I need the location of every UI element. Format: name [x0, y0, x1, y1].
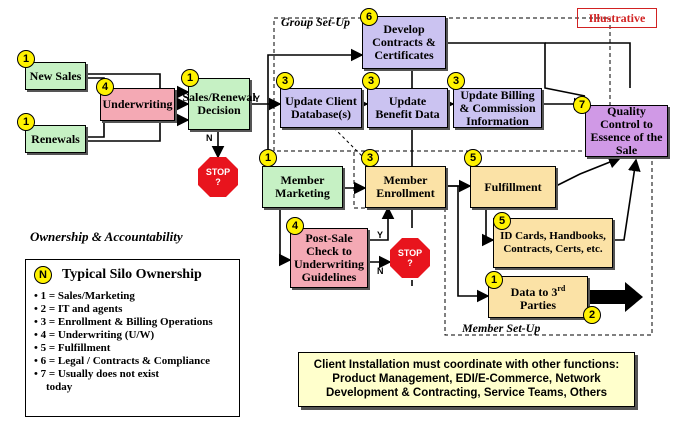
id-cards-box: ID Cards, Handbooks, Contracts, Certs, e…: [493, 218, 613, 268]
member-marketing-box: Member Marketing: [262, 166, 343, 208]
badge-data-parties: 1: [485, 271, 503, 289]
develop-contracts-box: Develop Contracts & Certificates: [362, 16, 446, 69]
underwriting-box: Underwriting: [100, 88, 175, 121]
legend-item: • 6 = Legal / Contracts & Compliance: [34, 355, 211, 367]
ownership-label: Ownership & Accountability: [30, 229, 183, 244]
badge-underwriting: 4: [96, 78, 114, 96]
stop-sign-2-text: STOP: [397, 248, 423, 258]
badge-fulfillment: 5: [464, 149, 482, 167]
client-note-line-3: Development & Contracting, Service Teams…: [326, 387, 607, 399]
fulfillment-box: Fulfillment: [470, 166, 556, 208]
legend-title: Typical Silo Ownership: [62, 267, 202, 282]
data-to-parties-sup: rd: [557, 284, 566, 293]
badge-client-db: 3: [276, 72, 294, 90]
illustrative-label: Illustrative: [577, 8, 657, 28]
badge-new-sales: 1: [17, 50, 35, 68]
member-setup-region: [353, 152, 653, 336]
badge-id-cards: 5: [493, 212, 511, 230]
legend-n-badge: N: [34, 266, 52, 284]
client-note-line-2: Product Management, EDI/E-Commerce, Netw…: [332, 373, 601, 385]
stop-sign-1-q: ?: [215, 177, 221, 187]
badge-renewals: 1: [17, 113, 35, 131]
legend-item: • 5 = Fulfillment: [34, 342, 111, 354]
renewals-box: Renewals: [25, 125, 86, 153]
member-enrollment-box: Member Enrollment: [365, 166, 446, 208]
post-sale-check-box: Post-Sale Check to Underwriting Guidelin…: [290, 228, 368, 288]
member-setup-label: Member Set-Up: [462, 321, 541, 335]
badge-develop-contracts: 6: [360, 8, 378, 26]
badge-quality-control: 7: [573, 96, 591, 114]
post-sale-y-label: Y: [377, 230, 384, 240]
badge-member-enrollment: 3: [361, 149, 379, 167]
data-to-parties-suffix: Parties: [520, 298, 556, 312]
stop-sign-2: STOP ?: [390, 238, 430, 278]
badge-billing: 3: [447, 72, 465, 90]
legend-header: N Typical Silo Ownership: [34, 266, 231, 284]
silo-ownership-legend: N Typical Silo Ownership • 1 = Sales/Mar…: [25, 259, 240, 417]
decision-n-label: N: [206, 133, 213, 143]
decision-y-label: Y: [254, 94, 261, 104]
sales-renewal-decision-box: Sales/Renewal Decision: [182, 78, 256, 130]
legend-item: • 2 = IT and agents: [34, 303, 123, 315]
update-client-database-box: Update Client Database(s): [280, 88, 362, 128]
stop-sign-2-q: ?: [407, 258, 413, 268]
quality-control-box: Quality Control to Essence of the Sale: [585, 105, 668, 157]
badge-post-sale: 4: [286, 217, 304, 235]
badge-data-parties-2: 2: [583, 306, 601, 324]
legend-item: • 7 = Usually does not exist: [34, 368, 160, 380]
stop-sign-1: STOP ?: [198, 157, 238, 197]
legend-item: • 4 = Underwriting (U/W): [34, 329, 155, 341]
client-installation-note: Client Installation must coordinate with…: [298, 352, 635, 407]
update-benefit-data-box: Update Benefit Data: [367, 88, 448, 128]
legend-item: today: [46, 381, 73, 393]
stop-sign-1-text: STOP: [205, 167, 231, 177]
legend-item: • 3 = Enrollment & Billing Operations: [34, 316, 213, 328]
update-billing-box: Update Billing & Commission Information: [453, 88, 542, 128]
client-note-line-1: Client Installation must coordinate with…: [313, 359, 620, 371]
post-sale-n-label: N: [377, 266, 384, 276]
badge-benefit: 3: [362, 72, 380, 90]
data-to-parties-prefix: Data to 3: [510, 285, 558, 299]
group-setup-label: Group Set-Up: [281, 15, 351, 29]
new-sales-box: New Sales: [25, 62, 86, 90]
badge-member-marketing: 1: [259, 149, 277, 167]
output-arrow: [588, 282, 643, 312]
badge-sales-renewal: 1: [181, 69, 199, 87]
legend-item: • 1 = Sales/Marketing: [34, 290, 135, 302]
